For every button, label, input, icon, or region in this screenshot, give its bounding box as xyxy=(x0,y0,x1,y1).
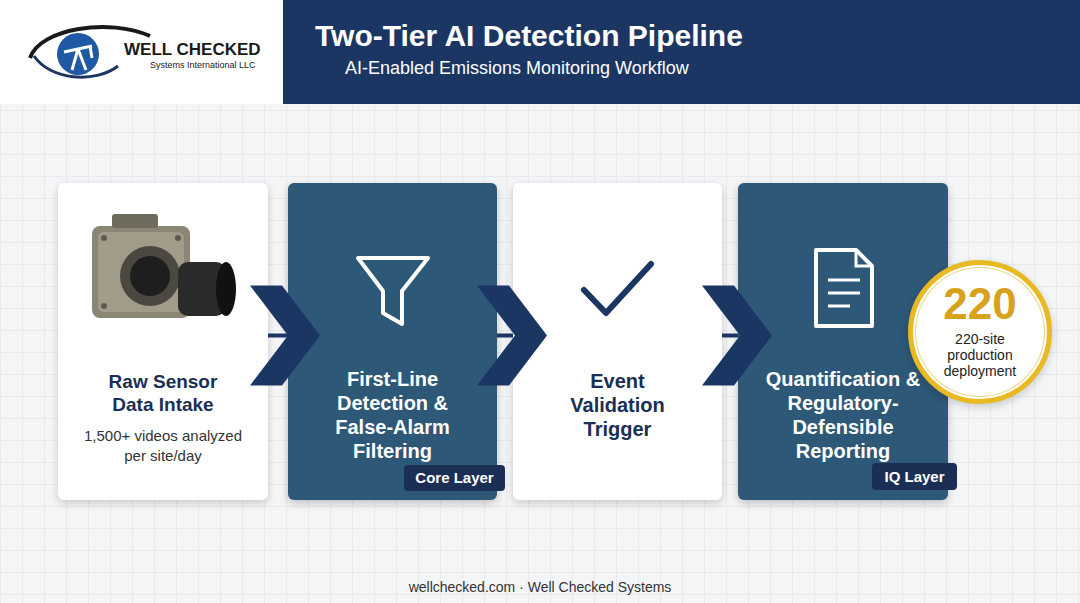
validation-card: Event Validation Trigger xyxy=(513,183,722,500)
diagram-title: Two-Tier AI Detection Pipeline xyxy=(315,19,743,53)
camera-body xyxy=(92,226,190,318)
camera-screw xyxy=(101,303,107,309)
card-heading: Event Validation Trigger xyxy=(553,369,683,441)
card-heading: Quantification & Regulatory-Defensible R… xyxy=(764,367,922,463)
footer-text: wellchecked.com · Well Checked Systems xyxy=(0,579,1080,595)
card-heading: Raw Sensor Data Intake xyxy=(92,370,234,416)
camera-lens-barrel xyxy=(178,262,226,316)
card-body: 1,500+ videos analyzed per site/day xyxy=(75,426,251,466)
tag-text: Core Layer xyxy=(404,465,505,491)
funnel-icon xyxy=(358,258,428,324)
pumpjack-symbol xyxy=(64,46,92,70)
camera-screw xyxy=(101,235,107,241)
camera-lens-front xyxy=(216,262,236,316)
check-icon xyxy=(584,264,651,313)
connector-line xyxy=(497,334,513,338)
card-heading: First-Line Detection & False-Alarm Filte… xyxy=(308,367,478,463)
document-icon xyxy=(816,250,872,326)
camera-illustration xyxy=(92,214,236,318)
connector-line xyxy=(722,334,738,338)
logo-wordmark: WELL CHECKED xyxy=(124,40,261,60)
chevron-connector xyxy=(250,286,320,386)
chevron-arrowhead xyxy=(477,286,547,386)
core-card: First-Line Detection & False-Alarm Filte… xyxy=(288,183,497,500)
stat-badge: 220220-site production deployment xyxy=(908,260,1052,404)
layer-tag: IQ Layer xyxy=(872,463,957,490)
chevron-connector xyxy=(702,286,772,386)
logo-subtitle: Systems International LLC xyxy=(150,60,256,70)
camera-lens xyxy=(130,256,170,296)
connector-line xyxy=(268,334,288,338)
camera-connector xyxy=(112,214,158,228)
chevron-arrowhead xyxy=(702,286,772,386)
layer-tag: Core Layer xyxy=(404,465,505,491)
stat-caption: 220-site production deployment xyxy=(932,331,1028,379)
logo-circle xyxy=(57,33,99,75)
stat-number: 220 xyxy=(913,279,1047,329)
document-fold xyxy=(856,250,872,266)
camera-screw xyxy=(175,235,181,241)
subtitle: AI-Enabled Emissions Monitoring Workflow xyxy=(345,58,689,79)
chevron-arrowhead xyxy=(250,286,320,386)
tag-text: IQ Layer xyxy=(872,463,957,490)
intake-card: Raw Sensor Data Intake 1,500+ videos anal… xyxy=(58,183,268,500)
document-lines xyxy=(828,280,860,306)
chevron-connector xyxy=(477,286,547,386)
camera-face xyxy=(98,232,184,312)
camera-lens-ring xyxy=(120,246,180,306)
document-outline xyxy=(816,250,872,326)
